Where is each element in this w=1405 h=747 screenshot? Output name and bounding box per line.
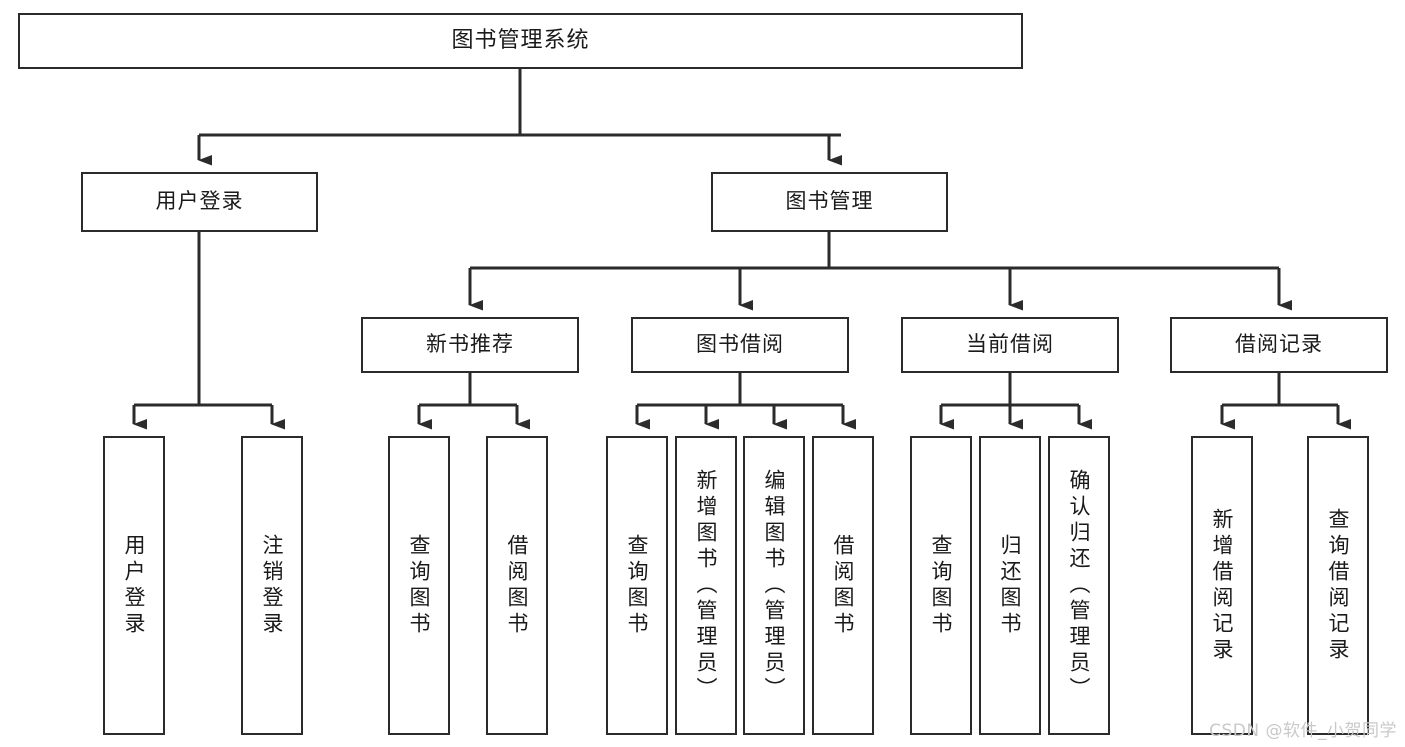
node-root-library-system[interactable]: 图书管理系统	[18, 13, 1023, 69]
node-borrow-record[interactable]: 借阅记录	[1170, 317, 1388, 373]
node-new-book-recommend[interactable]: 新书推荐	[361, 317, 579, 373]
node-book-borrow[interactable]: 图书借阅	[631, 317, 849, 373]
node-leaf-query-book-current[interactable]: 查询图书	[910, 436, 972, 735]
node-leaf-confirm-return-admin[interactable]: 确认归还（管理员）	[1048, 436, 1110, 735]
node-leaf-user-login[interactable]: 用户登录	[103, 436, 165, 735]
node-leaf-borrow-book-borrow[interactable]: 借阅图书	[812, 436, 874, 735]
csdn-watermark: CSDN @软件_小贺同学	[1209, 721, 1397, 741]
node-leaf-query-borrow-record[interactable]: 查询借阅记录	[1307, 436, 1369, 735]
node-leaf-return-book[interactable]: 归还图书	[979, 436, 1041, 735]
node-leaf-query-book-borrow[interactable]: 查询图书	[606, 436, 668, 735]
node-book-management[interactable]: 图书管理	[711, 172, 948, 232]
node-user-login[interactable]: 用户登录	[81, 172, 318, 232]
node-current-borrow[interactable]: 当前借阅	[901, 317, 1119, 373]
node-leaf-edit-book-admin[interactable]: 编辑图书（管理员）	[743, 436, 805, 735]
node-leaf-add-book-admin[interactable]: 新增图书（管理员）	[675, 436, 737, 735]
node-leaf-borrow-book-recommend[interactable]: 借阅图书	[486, 436, 548, 735]
node-leaf-logout-login[interactable]: 注销登录	[241, 436, 303, 735]
node-leaf-query-book-recommend[interactable]: 查询图书	[388, 436, 450, 735]
node-leaf-add-borrow-record[interactable]: 新增借阅记录	[1191, 436, 1253, 735]
